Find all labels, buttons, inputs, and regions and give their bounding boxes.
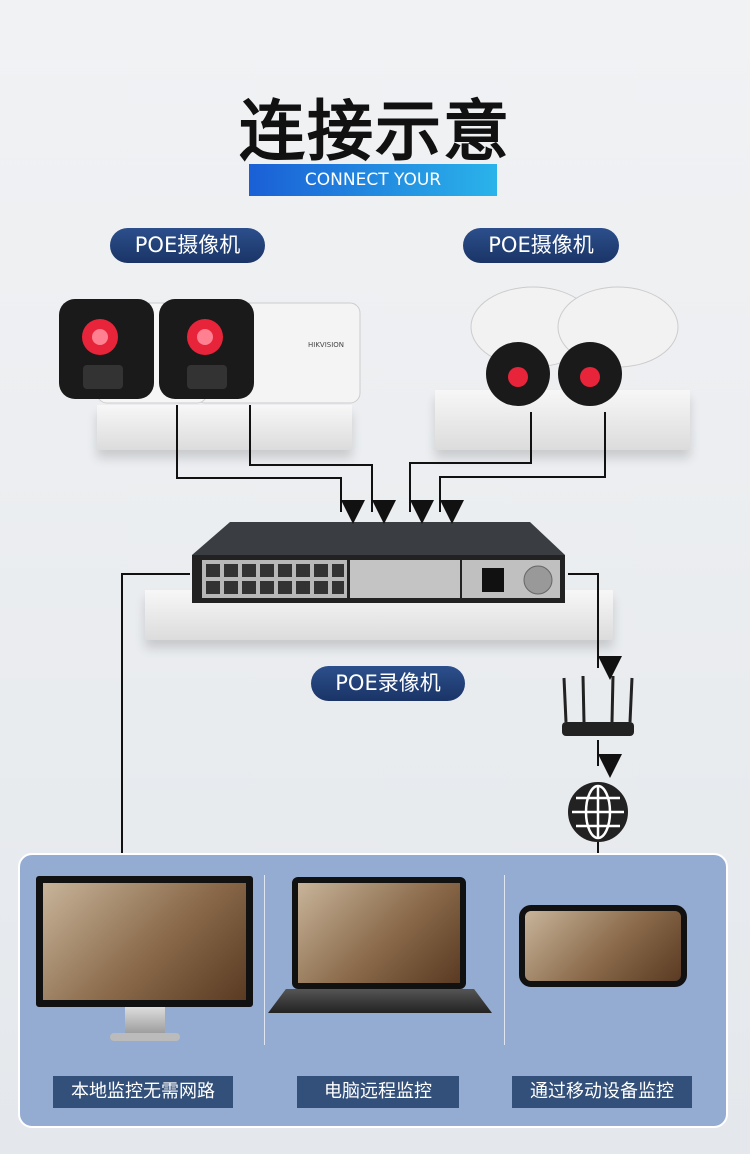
camera-platform-right <box>435 390 690 450</box>
divider <box>504 875 505 1045</box>
subtitle-banner: CONNECT YOUR <box>249 164 497 196</box>
monitor-base <box>110 1033 180 1041</box>
bullet-camera-label: POE摄像机 <box>110 228 265 263</box>
phone-device <box>519 905 687 987</box>
monitor-stand <box>125 1007 165 1035</box>
output-label-local: 本地监控无需网路 <box>53 1076 233 1108</box>
laptop-keyboard <box>268 989 492 1013</box>
camera-brand-logo: HIKVISION <box>308 341 344 349</box>
camera-platform-left <box>97 405 352 450</box>
globe-icon <box>568 782 628 842</box>
output-label-mobile: 通过移动设备监控 <box>512 1076 692 1108</box>
router-icon <box>562 675 634 736</box>
divider <box>264 875 265 1045</box>
page-title: 连接示意 <box>239 93 511 170</box>
laptop-device <box>292 877 466 989</box>
nvr-label: POE录像机 <box>311 666 465 701</box>
dome-cameras <box>470 286 679 406</box>
nvr-device <box>192 522 565 603</box>
connection-lines <box>121 405 634 894</box>
output-label-pc: 电脑远程监控 <box>297 1076 459 1108</box>
bullet-cameras: HIKVISION <box>59 299 361 404</box>
monitor-device <box>36 876 253 1007</box>
dome-camera-label: POE摄像机 <box>463 228 619 263</box>
